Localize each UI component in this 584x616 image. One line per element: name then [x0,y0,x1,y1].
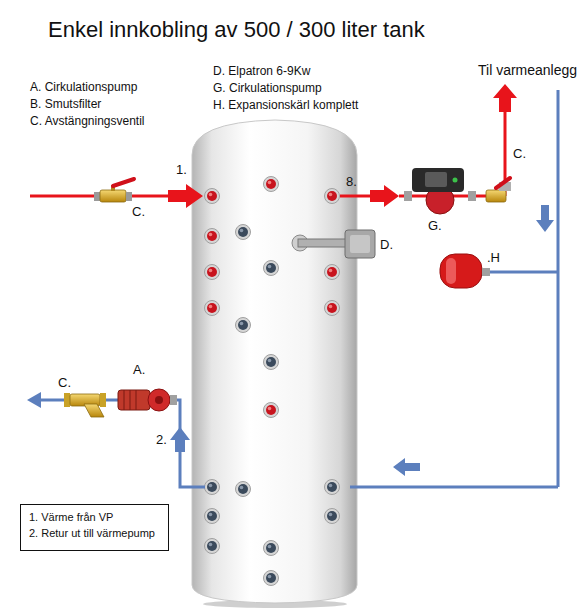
circulation-pump [453,178,458,183]
tank-port [264,403,279,418]
heating-flow-pipe [370,185,399,207]
part-list-item: B. Smutsfilter [30,97,101,112]
heat-pump-return-pipe [170,427,190,452]
expansion-vessel [446,258,456,284]
circulation-pump [155,396,163,404]
tank-port [264,355,279,370]
heating-flow-pipe [340,84,517,207]
tank-port [325,509,340,524]
callout-letter: C. [132,204,145,220]
tank-port [205,509,220,524]
expansion-vessel [440,254,490,288]
tank-port [205,189,220,204]
tank-port [205,539,220,554]
circulation-pump [118,389,177,411]
storage-tank [192,120,357,603]
tank-port [236,482,251,497]
heating-return-pipe [482,271,558,274]
circulation-pump [404,168,476,214]
tank-port [205,265,220,280]
heating-flow-pipe [493,84,517,112]
circulation-pump [130,390,131,410]
circulation-pump [170,395,177,405]
tank-port [205,480,220,495]
part-list-item: G. Cirkulationspump [213,81,322,96]
tank-port [264,571,279,586]
shutoff-valve [486,190,506,202]
circulation-pump [118,390,150,410]
callout-letter: D. [380,237,393,253]
heating-return-pipe [536,205,554,232]
strainer-filter [100,393,106,407]
heating-return-pipe [393,458,420,476]
strainer-filter [64,393,70,407]
callout-letter: C. [58,375,71,391]
expansion-vessel [482,268,490,276]
immersion-heater [345,230,375,258]
circulation-pump [404,191,412,201]
shutoff-valve [486,178,511,202]
heating-flow-pipe [340,195,372,198]
note-text: 2. Retur ut till värmepump [29,526,160,542]
heating-return-pipe [557,90,560,487]
shutoff-valve [113,179,134,186]
outlet-label: Til varmeanlegg [478,62,577,80]
storage-tank [192,120,357,608]
circulation-pump [468,191,476,201]
part-list-item: A. Cirkulationspump [30,80,137,95]
callout-letter: .H [487,250,500,266]
tank-port [236,318,251,333]
callout-number: 2. [156,432,167,448]
tank-port [264,177,279,192]
tank-port [236,225,251,240]
part-list-item: C. Avstängningsventil [30,114,145,129]
tank-port [205,229,220,244]
part-list-item: H. Expansionskärl komplett [213,98,358,113]
circulation-pump [412,168,464,192]
heat-pump-return-pipe [27,392,41,408]
tank-port [325,189,340,204]
tank-port [205,177,340,586]
tank-port [205,301,220,316]
tank-port [325,480,340,495]
tank-port [325,265,340,280]
tank-port [264,541,279,556]
tank-port [264,261,279,276]
circulation-pump [124,390,125,410]
diagram-title: Enkel innkobling av 500 / 300 liter tank [48,16,425,44]
callout-letter: C. [513,146,526,162]
shutoff-valve [496,178,510,188]
shutoff-valve [126,192,132,201]
shutoff-valve [94,192,100,201]
expansion-vessel [440,254,482,288]
note-box: 1. Värme från VP2. Retur ut till värmepu… [20,504,169,551]
shutoff-valve [100,190,126,202]
tank-port [325,301,340,316]
circulation-pump [425,172,447,187]
callout-letter: A. [133,362,145,378]
strainer-filter [64,393,106,417]
supply-pipe [30,184,203,208]
part-list-item: D. Elpatron 6-9Kw [213,64,310,79]
heat-pump-return-pipe [27,392,205,487]
immersion-heater [292,230,375,258]
supply-pipe [168,184,203,208]
note-text: 1. Värme från VP [29,510,160,526]
circulation-pump [136,390,137,410]
callout-number: 8. [346,174,357,190]
heating-return-pipe [350,90,558,487]
circulation-pump [148,389,170,411]
callout-letter: G. [428,218,442,234]
shutoff-valve [94,179,134,202]
heating-return-pipe [350,486,558,489]
callout-number: 1. [176,162,187,178]
immersion-heater [298,239,346,247]
immersion-heater [350,235,370,253]
heat-pump-return-pipe [40,400,205,487]
